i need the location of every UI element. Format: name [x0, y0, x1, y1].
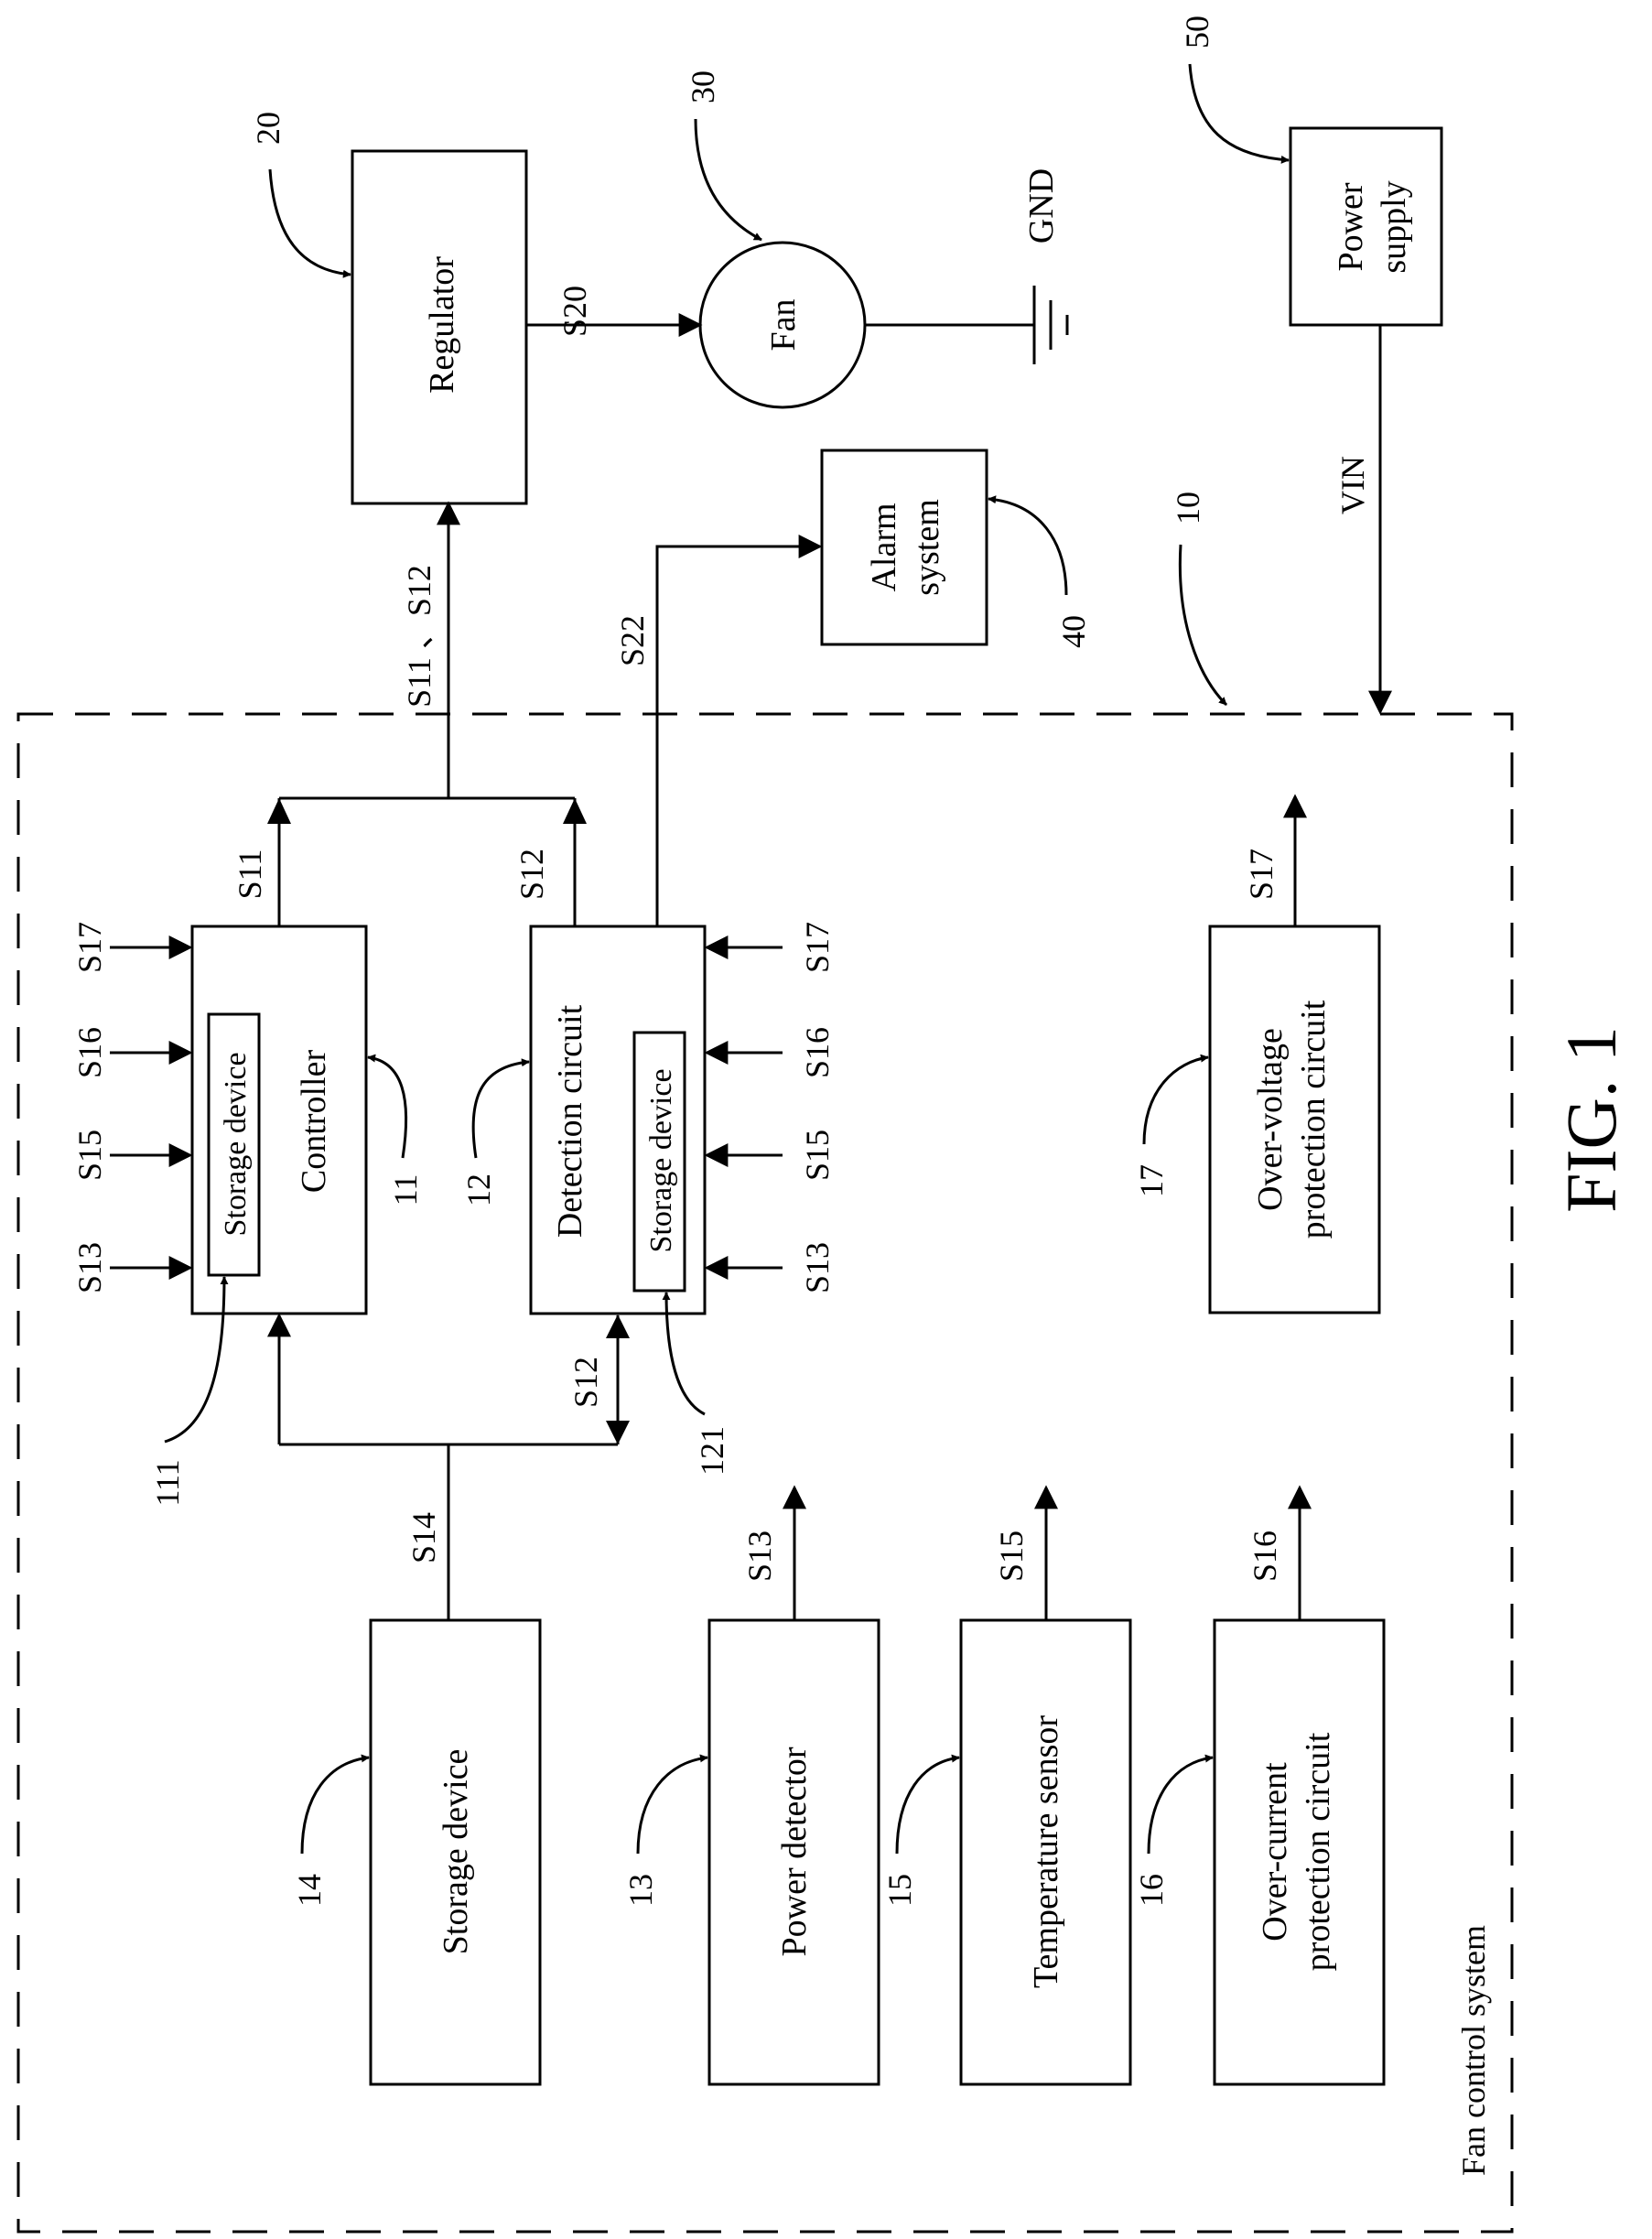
figure-caption: FIG. 1 — [1551, 1026, 1631, 1213]
ref-50-leader — [1190, 64, 1289, 160]
ref-15: 15 — [881, 1874, 918, 1907]
s17-output-label: S17 — [1243, 849, 1279, 900]
ref-11-leader — [368, 1057, 406, 1158]
s12-arrowhead-up — [606, 1314, 630, 1338]
s12-top-label: S12 — [513, 849, 550, 900]
ref-16: 16 — [1133, 1874, 1170, 1907]
alarm-label-line2: system — [908, 499, 946, 596]
det-s15-label: S15 — [799, 1130, 836, 1181]
vin-label: VIN — [1334, 456, 1371, 514]
ref-30-leader — [696, 119, 761, 240]
over-current-label-line1: Over-current — [1256, 1762, 1294, 1942]
storage-device-label: Storage device — [437, 1749, 475, 1955]
s11-s12-label: S11 、S12 — [401, 565, 437, 708]
ref-15-leader — [897, 1758, 959, 1854]
ref-121: 121 — [694, 1426, 730, 1476]
ground-symbol: GND — [865, 168, 1067, 364]
s12-arrowhead-down — [606, 1421, 630, 1444]
det-s16-label: S16 — [799, 1027, 836, 1078]
s22-arrow — [657, 546, 820, 926]
ref-20: 20 — [250, 112, 286, 145]
system-label: Fan control system — [1455, 1925, 1492, 2176]
ref-11: 11 — [387, 1174, 424, 1206]
det-s13-label: S13 — [799, 1242, 836, 1293]
s20-label: S20 — [556, 286, 593, 337]
ref-30: 30 — [685, 70, 721, 103]
ref-10-leader — [1180, 545, 1226, 705]
over-voltage-block: Over-voltage protection circuit — [1210, 926, 1379, 1313]
ctrl-s17-label: S17 — [71, 922, 108, 973]
ref-12-leader — [473, 1062, 529, 1158]
power-supply-label-line2: supply — [1375, 180, 1413, 273]
power-detector-label: Power detector — [775, 1747, 814, 1956]
ctrl-s13-label: S13 — [71, 1242, 108, 1293]
controller-label: Controller — [295, 1050, 333, 1194]
ref-16-leader — [1149, 1758, 1213, 1854]
s16-output-label: S16 — [1247, 1531, 1283, 1582]
ref-12: 12 — [460, 1174, 497, 1206]
detection-storage-label: Storage device — [644, 1068, 678, 1252]
over-current-block: Over-current protection circuit — [1215, 1620, 1384, 2084]
ref-14: 14 — [291, 1874, 328, 1907]
s12-arrowhead — [563, 798, 587, 824]
s22-label: S22 — [614, 615, 651, 666]
ref-40-leader — [988, 499, 1066, 595]
ref-50: 50 — [1179, 16, 1215, 49]
s11-label: S11 — [232, 849, 268, 900]
gnd-label: GND — [1022, 168, 1061, 243]
alarm-label-line1: Alarm — [865, 503, 903, 591]
temperature-sensor-label: Temperature sensor — [1027, 1715, 1065, 1988]
ref-111: 111 — [149, 1459, 186, 1506]
power-supply-block: Power supply — [1290, 128, 1441, 325]
s12-bottom-label: S12 — [567, 1357, 604, 1408]
ref-14-leader — [302, 1758, 369, 1854]
controller-block: Storage device Controller — [192, 926, 366, 1314]
ref-40: 40 — [1055, 615, 1092, 648]
regulator-block: Regulator — [352, 151, 526, 503]
over-voltage-label-line1: Over-voltage — [1251, 1028, 1290, 1211]
det-s17-label: S17 — [799, 922, 836, 973]
over-voltage-label-line2: protection circuit — [1294, 1000, 1333, 1238]
detection-label: Detection circuit — [551, 1004, 589, 1238]
controller-storage-label: Storage device — [219, 1052, 253, 1236]
ref-17: 17 — [1133, 1164, 1170, 1197]
s14-label: S14 — [405, 1512, 442, 1563]
ref-13: 13 — [622, 1874, 659, 1907]
s15-output-label: S15 — [993, 1531, 1030, 1582]
regulator-label: Regulator — [423, 256, 461, 394]
s13-output-label: S13 — [741, 1531, 778, 1582]
fan-label: Fan — [764, 299, 803, 352]
detection-circuit-block: Detection circuit Storage device — [531, 926, 705, 1314]
s11-arrowhead — [267, 798, 291, 824]
ref-13-leader — [638, 1758, 707, 1854]
ref-17-leader — [1144, 1057, 1208, 1144]
power-detector-block: Power detector — [709, 1620, 879, 2084]
fan-block: Fan — [700, 243, 865, 407]
ref-20-leader — [270, 169, 351, 275]
ctrl-s15-label: S15 — [71, 1130, 108, 1181]
ref-10: 10 — [1170, 492, 1206, 525]
power-supply-label-line1: Power — [1332, 182, 1370, 271]
ctrl-s16-label: S16 — [71, 1027, 108, 1078]
over-current-label-line2: protection circuit — [1299, 1732, 1337, 1971]
storage-device-block: Storage device — [371, 1620, 540, 2084]
temperature-sensor-block: Temperature sensor — [961, 1620, 1130, 2084]
alarm-system-block: Alarm system — [822, 450, 987, 644]
